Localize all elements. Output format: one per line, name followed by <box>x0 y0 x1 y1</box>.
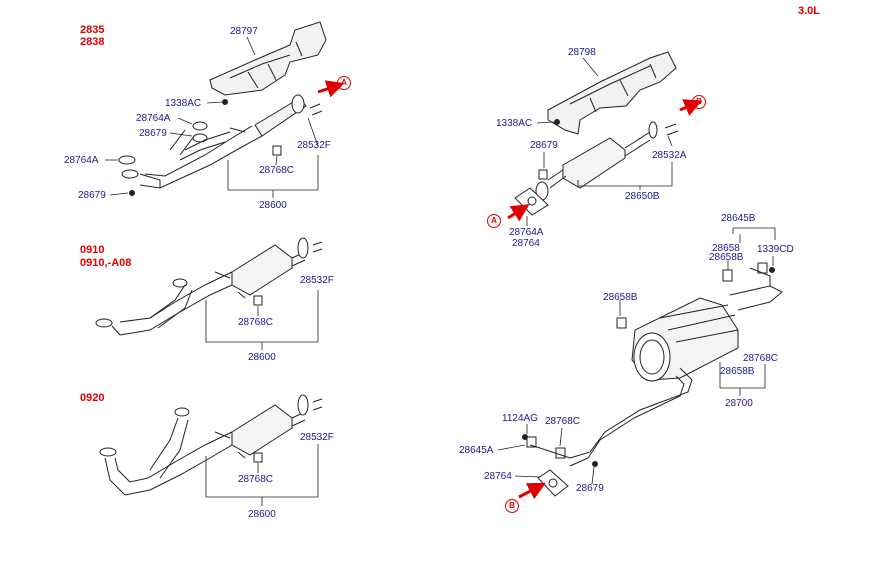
part-28645b[interactable]: 28645B <box>721 213 756 224</box>
part-28679-1[interactable]: 28679 <box>139 128 167 139</box>
part-28658b-2[interactable]: 28658B <box>603 292 638 303</box>
group3-code-1: 0920 <box>80 392 105 404</box>
exhaust-pipe-assembly-3 <box>99 394 323 496</box>
part-28764a-1[interactable]: 28764A <box>136 113 171 124</box>
group1-code-1: 2835 <box>80 24 105 36</box>
part-28658b-1[interactable]: 28658B <box>709 252 744 263</box>
exhaust-pipe-assembly-2 <box>95 237 323 336</box>
part-28600-2[interactable]: 28600 <box>248 352 276 363</box>
part-28764a-2[interactable]: 28764A <box>64 155 99 166</box>
part-28532f-3[interactable]: 28532F <box>300 432 334 443</box>
part-28764a-3[interactable]: 28764A <box>509 227 544 238</box>
main-muffler-28700 <box>522 262 783 497</box>
leaders-group4 <box>507 57 703 226</box>
part-28532f-1[interactable]: 28532F <box>297 140 331 151</box>
part-28797[interactable]: 28797 <box>230 26 258 37</box>
part-28679-2[interactable]: 28679 <box>78 190 106 201</box>
part-1339cd[interactable]: 1339CD <box>757 244 794 255</box>
center-muffler-28650b <box>514 119 679 216</box>
part-28650b[interactable]: 28650B <box>625 191 660 202</box>
marker-a-left: A <box>487 214 501 228</box>
part-28768c-3[interactable]: 28768C <box>238 474 274 485</box>
part-28600-3[interactable]: 28600 <box>248 509 276 520</box>
part-28764-1[interactable]: 28764 <box>512 238 540 249</box>
part-1338ac-2[interactable]: 1338AC <box>496 118 533 129</box>
part-1124ag[interactable]: 1124AG <box>502 413 538 424</box>
marker-b-bottom: B <box>505 499 519 513</box>
part-28768c-1[interactable]: 28768C <box>259 165 295 176</box>
part-28532a[interactable]: 28532A <box>652 150 687 161</box>
part-28532f-2[interactable]: 28532F <box>300 275 334 286</box>
part-28768c-4[interactable]: 28768C <box>743 353 779 364</box>
heat-shield-28798 <box>547 51 677 135</box>
group2-code-2: 0910,-A08 <box>80 257 132 269</box>
part-28764-2[interactable]: 28764 <box>484 471 512 482</box>
part-28679-4[interactable]: 28679 <box>576 483 604 494</box>
part-28700[interactable]: 28700 <box>725 398 753 409</box>
group2-code-1: 0910 <box>80 244 105 256</box>
leaders-group2 <box>205 290 319 350</box>
group1-code-2: 2838 <box>80 36 105 48</box>
part-28798[interactable]: 28798 <box>568 47 596 58</box>
leaders-group1 <box>105 36 345 198</box>
heat-shield-28797 <box>209 21 327 96</box>
part-28768c-2[interactable]: 28768C <box>238 317 274 328</box>
front-pipe-assembly-1 <box>118 94 323 196</box>
leaders-group5 <box>497 227 776 500</box>
marker-a-top: A <box>337 76 351 90</box>
part-28658[interactable]: 28658 <box>712 243 740 254</box>
part-28600-1[interactable]: 28600 <box>259 200 287 211</box>
part-28768c-5[interactable]: 28768C <box>545 416 581 427</box>
part-28658b-3[interactable]: 28658B <box>720 366 755 377</box>
engine-label: 3.0L <box>798 5 821 17</box>
part-1338ac-1[interactable]: 1338AC <box>165 98 202 109</box>
marker-b-top: B <box>692 95 706 109</box>
leaders-group3 <box>205 444 319 506</box>
part-28679-3[interactable]: 28679 <box>530 140 558 151</box>
part-28645a[interactable]: 28645A <box>459 445 494 456</box>
